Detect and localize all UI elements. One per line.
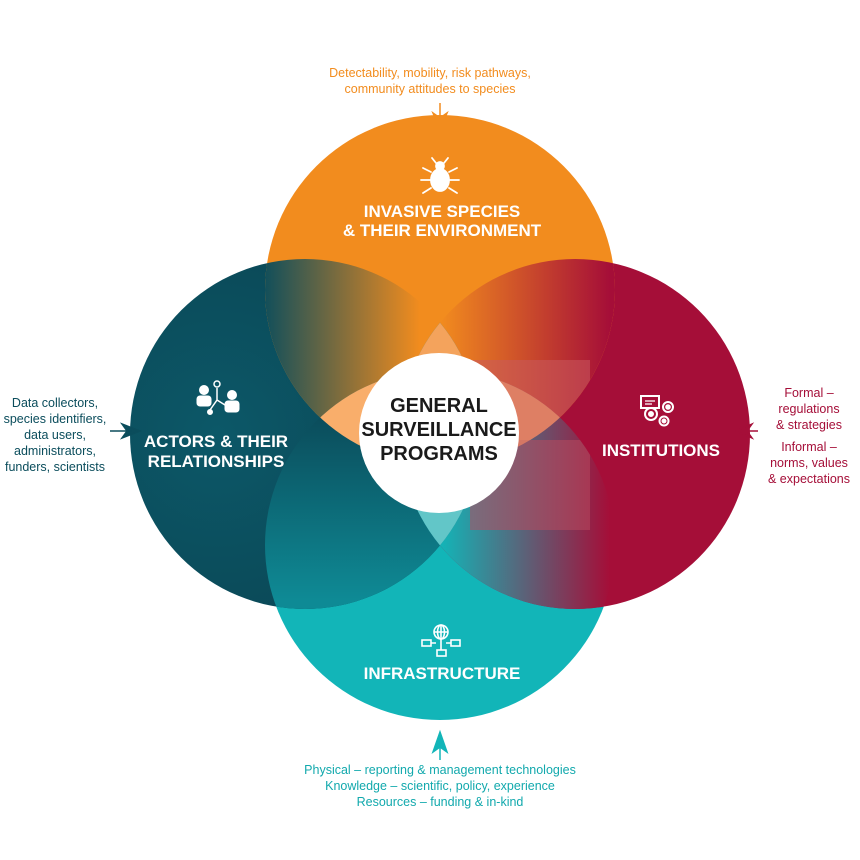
top-circle-label-line1: INVASIVE SPECIES: [364, 202, 521, 221]
left-annotation-line: species identifiers,: [3, 412, 107, 426]
overlap-lower-lens: [400, 370, 480, 609]
right-annotation-informal-line: norms, values: [770, 456, 848, 470]
top-annotation: Detectability, mobility, risk pathways, …: [230, 65, 630, 97]
bottom-annotation: Physical – reporting & management techno…: [230, 762, 650, 810]
right-annotation-informal-line: Informal –: [781, 440, 837, 454]
top-annotation-line: Detectability, mobility, risk pathways,: [329, 66, 531, 80]
right-annotation-formal-line: Formal –: [784, 386, 834, 400]
bug-icon: [420, 157, 460, 194]
bottom-annotation-line: Resources – funding & in-kind: [356, 795, 524, 809]
left-annotation-line: funders, scientists: [4, 460, 106, 474]
top-annotation-line: community attitudes to species: [344, 82, 516, 96]
left-annotation-line: administrators,: [14, 444, 96, 458]
center-title-line2: SURVEILLANCE: [361, 419, 516, 441]
top-arrow-icon: [431, 103, 449, 132]
right-annotation-formal-line: & strategies: [775, 418, 842, 432]
bottom-annotation-line: Physical – reporting & management techno…: [304, 763, 576, 777]
top-circle-label-line2: & THEIR ENVIRONMENT: [343, 221, 542, 240]
gears-document-icon: [640, 395, 674, 427]
left-annotation: Data collectors, species identifiers, da…: [0, 395, 110, 475]
center-title-line3: PROGRAMS: [380, 443, 498, 465]
right-annotation-informal-line: & expectations: [768, 472, 850, 486]
right-annotation: Formal – regulations & strategies Inform…: [758, 385, 860, 487]
center-title-line1: GENERAL: [390, 395, 488, 417]
people-network-icon: [196, 380, 240, 415]
right-arrow-icon: [734, 422, 758, 440]
network-globe-icon: [421, 624, 461, 657]
left-arrow-icon: [110, 422, 143, 440]
bottom-annotation-line: Knowledge – scientific, policy, experien…: [325, 779, 555, 793]
bottom-circle-label: INFRASTRUCTURE: [364, 664, 521, 683]
right-annotation-formal-line: regulations: [778, 402, 840, 416]
left-circle-label-line1: ACTORS & THEIR: [144, 432, 288, 451]
bottom-arrow-icon: [431, 729, 449, 760]
right-circle-label: INSTITUTIONS: [602, 441, 720, 460]
center-circle: [359, 353, 519, 513]
left-circle-label-line2: RELATIONSHIPS: [148, 452, 285, 471]
left-annotation-line: data users,: [24, 428, 86, 442]
left-annotation-line: Data collectors,: [11, 396, 99, 410]
